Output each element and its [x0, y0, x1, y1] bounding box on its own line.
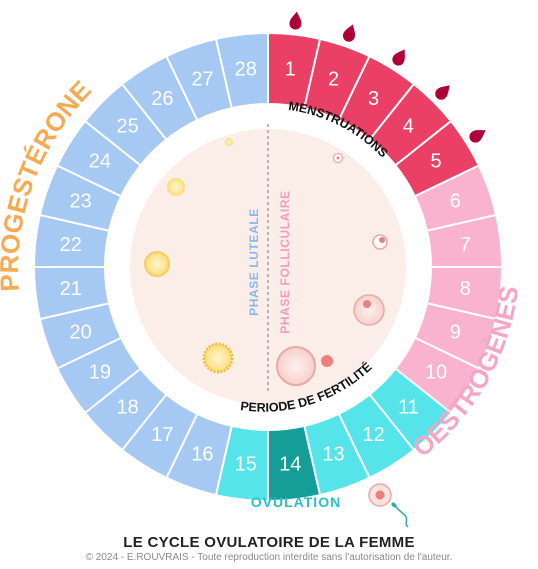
luteal-cells: [144, 138, 234, 374]
day-label-5: 5: [431, 150, 442, 172]
follicle-medium-nucleus: [363, 300, 371, 308]
day-label-12: 12: [362, 424, 384, 446]
day-segment-28: [214, 31, 269, 110]
day-segments-ring: [32, 31, 504, 503]
diagram-title: LE CYCLE OVULATOIRE DE LA FEMME: [123, 534, 415, 551]
day-label-3: 3: [368, 88, 379, 110]
blood-drop-shape: [342, 24, 356, 42]
day-label-13: 13: [322, 443, 344, 465]
sperm-head: [391, 502, 397, 508]
ovum-with-sperm-icon: [368, 483, 409, 528]
blood-drop-icon: [435, 85, 450, 100]
day-label-11: 11: [398, 396, 419, 418]
copyright-notice: © 2024 - E.ROUVRAIS - Toute reproduction…: [85, 552, 453, 563]
day-label-17: 17: [151, 424, 173, 446]
blood-drop-shape: [435, 85, 450, 100]
blood-drop-icon: [469, 130, 486, 143]
day-label-7: 7: [460, 234, 471, 256]
phase-luteale-label: PHASE LUTEALE: [247, 208, 261, 316]
day-label-9: 9: [450, 322, 461, 344]
day-label-1: 1: [285, 59, 296, 81]
mature-follicle: [276, 346, 316, 386]
day-label-14: 14: [279, 453, 301, 475]
day-label-19: 19: [89, 362, 111, 384]
ovulation-label: OVULATION: [251, 494, 341, 510]
blood-drop-icon: [289, 11, 302, 30]
day-label-10: 10: [425, 362, 447, 384]
sperm-tail: [395, 506, 409, 528]
blood-drop-shape: [469, 130, 486, 143]
follicle-medium: [353, 294, 385, 326]
day-label-4: 4: [403, 116, 414, 138]
corpus-luteum-medium: [144, 251, 170, 277]
phase-folliculaire-label: PHASE FOLLICULAIRE: [278, 190, 292, 333]
day-label-24: 24: [89, 150, 111, 172]
blood-drop-shape: [392, 49, 405, 66]
blood-drop-icon: [392, 49, 405, 66]
day-label-16: 16: [191, 443, 213, 465]
day-label-2: 2: [328, 69, 339, 91]
follicle-small-nucleus: [379, 237, 385, 243]
released-ovum: [321, 355, 333, 367]
day-label-25: 25: [117, 116, 139, 138]
day-label-26: 26: [151, 88, 173, 110]
blood-drop-icon: [342, 24, 356, 42]
menstrual-blood-drops: [289, 11, 486, 143]
day-label-23: 23: [70, 190, 92, 212]
corpus-luteum-tiny: [225, 138, 233, 146]
day-label-27: 27: [191, 69, 213, 91]
corpus-luteum-small: [167, 178, 185, 196]
follicle-tiny-nucleus: [336, 156, 340, 160]
ovum-nucleus: [375, 490, 385, 500]
day-label-21: 21: [60, 278, 82, 300]
day-label-22: 22: [60, 234, 82, 256]
blood-drop-shape: [289, 11, 302, 30]
day-label-6: 6: [450, 190, 461, 212]
inner-disc: [130, 129, 406, 405]
follicles: [276, 152, 388, 386]
day-label-8: 8: [460, 278, 471, 300]
day-label-15: 15: [235, 453, 257, 475]
day-label-28: 28: [235, 59, 257, 81]
day-label-18: 18: [117, 396, 139, 418]
day-label-20: 20: [70, 322, 92, 344]
corpus-luteum-large: [202, 342, 234, 374]
